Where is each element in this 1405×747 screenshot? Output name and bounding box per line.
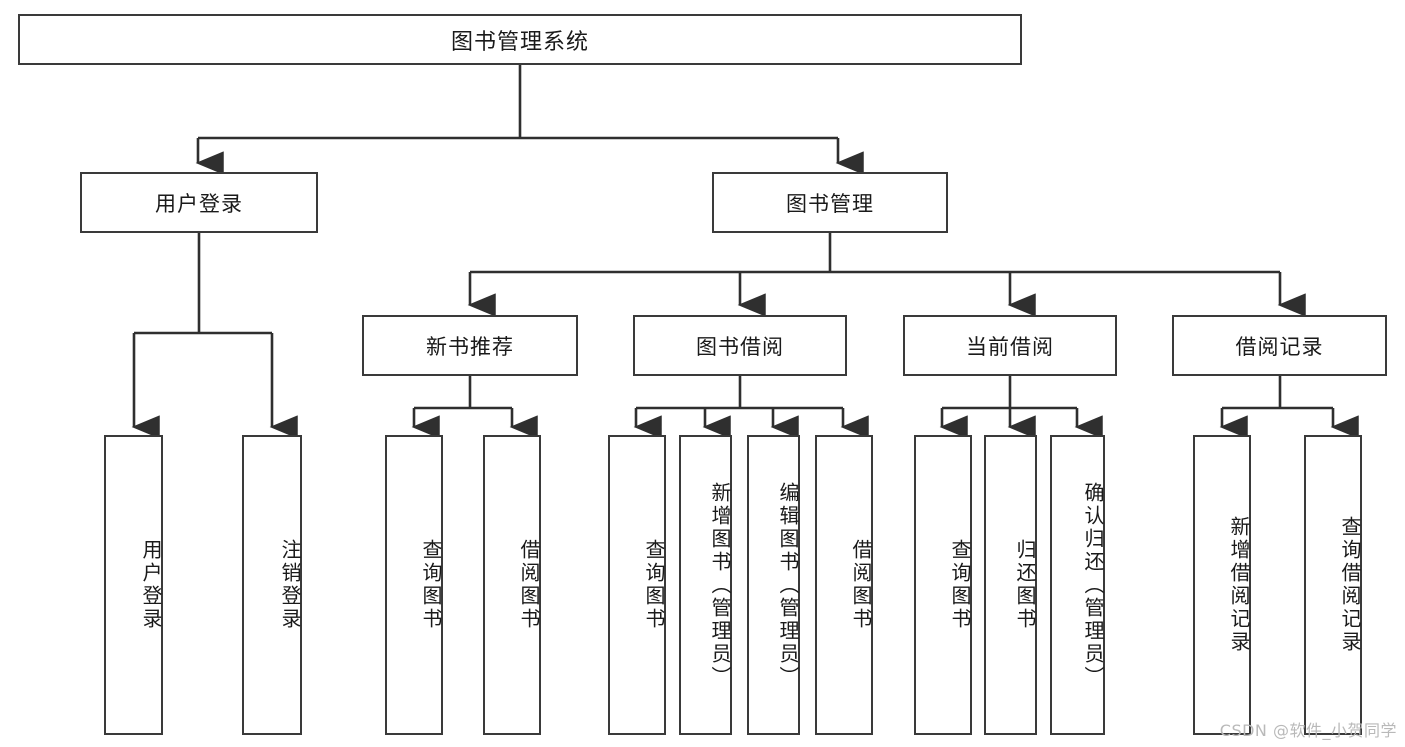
- leaf-edit-book-admin[interactable]: 编辑图书（管理员）: [747, 435, 800, 735]
- leaf-borrow-book-recommend[interactable]: 借阅图书: [483, 435, 541, 735]
- leaf-label: 归还图书: [1013, 539, 1037, 631]
- leaf-label: 查询图书: [642, 539, 666, 631]
- node-root-system[interactable]: 图书管理系统: [18, 14, 1022, 65]
- node-borrow-record[interactable]: 借阅记录: [1172, 315, 1387, 376]
- leaf-borrow-book[interactable]: 借阅图书: [815, 435, 873, 735]
- leaf-label: 新增借阅记录: [1227, 516, 1251, 654]
- node-current-borrow[interactable]: 当前借阅: [903, 315, 1117, 376]
- leaf-add-book-admin[interactable]: 新增图书（管理员）: [679, 435, 732, 735]
- leaf-query-borrow-record[interactable]: 查询借阅记录: [1304, 435, 1362, 735]
- leaf-user-logout[interactable]: 注销登录: [242, 435, 302, 735]
- leaf-return-book[interactable]: 归还图书: [984, 435, 1037, 735]
- leaf-user-login[interactable]: 用户登录: [104, 435, 163, 735]
- leaf-label: 用户登录: [139, 539, 163, 631]
- leaf-query-book-current[interactable]: 查询图书: [914, 435, 972, 735]
- node-book-borrow[interactable]: 图书借阅: [633, 315, 847, 376]
- leaf-label: 查询图书: [419, 539, 443, 631]
- leaf-add-borrow-record[interactable]: 新增借阅记录: [1193, 435, 1251, 735]
- leaf-confirm-return-admin[interactable]: 确认归还（管理员）: [1050, 435, 1105, 735]
- leaf-query-book-recommend[interactable]: 查询图书: [385, 435, 443, 735]
- leaf-label: 注销登录: [278, 539, 302, 631]
- leaf-label: 查询图书: [948, 539, 972, 631]
- leaf-label: 确认归还（管理员）: [1081, 481, 1105, 689]
- watermark-text: CSDN @软件_小贺同学: [1219, 721, 1397, 740]
- leaf-label: 借阅图书: [849, 539, 873, 631]
- node-user-login[interactable]: 用户登录: [80, 172, 318, 233]
- leaf-label: 编辑图书（管理员）: [776, 481, 800, 689]
- leaf-query-book-borrow[interactable]: 查询图书: [608, 435, 666, 735]
- node-new-book-recommend[interactable]: 新书推荐: [362, 315, 578, 376]
- leaf-label: 查询借阅记录: [1338, 516, 1362, 654]
- node-book-management[interactable]: 图书管理: [712, 172, 948, 233]
- leaf-label: 新增图书（管理员）: [708, 481, 732, 689]
- leaf-label: 借阅图书: [517, 539, 541, 631]
